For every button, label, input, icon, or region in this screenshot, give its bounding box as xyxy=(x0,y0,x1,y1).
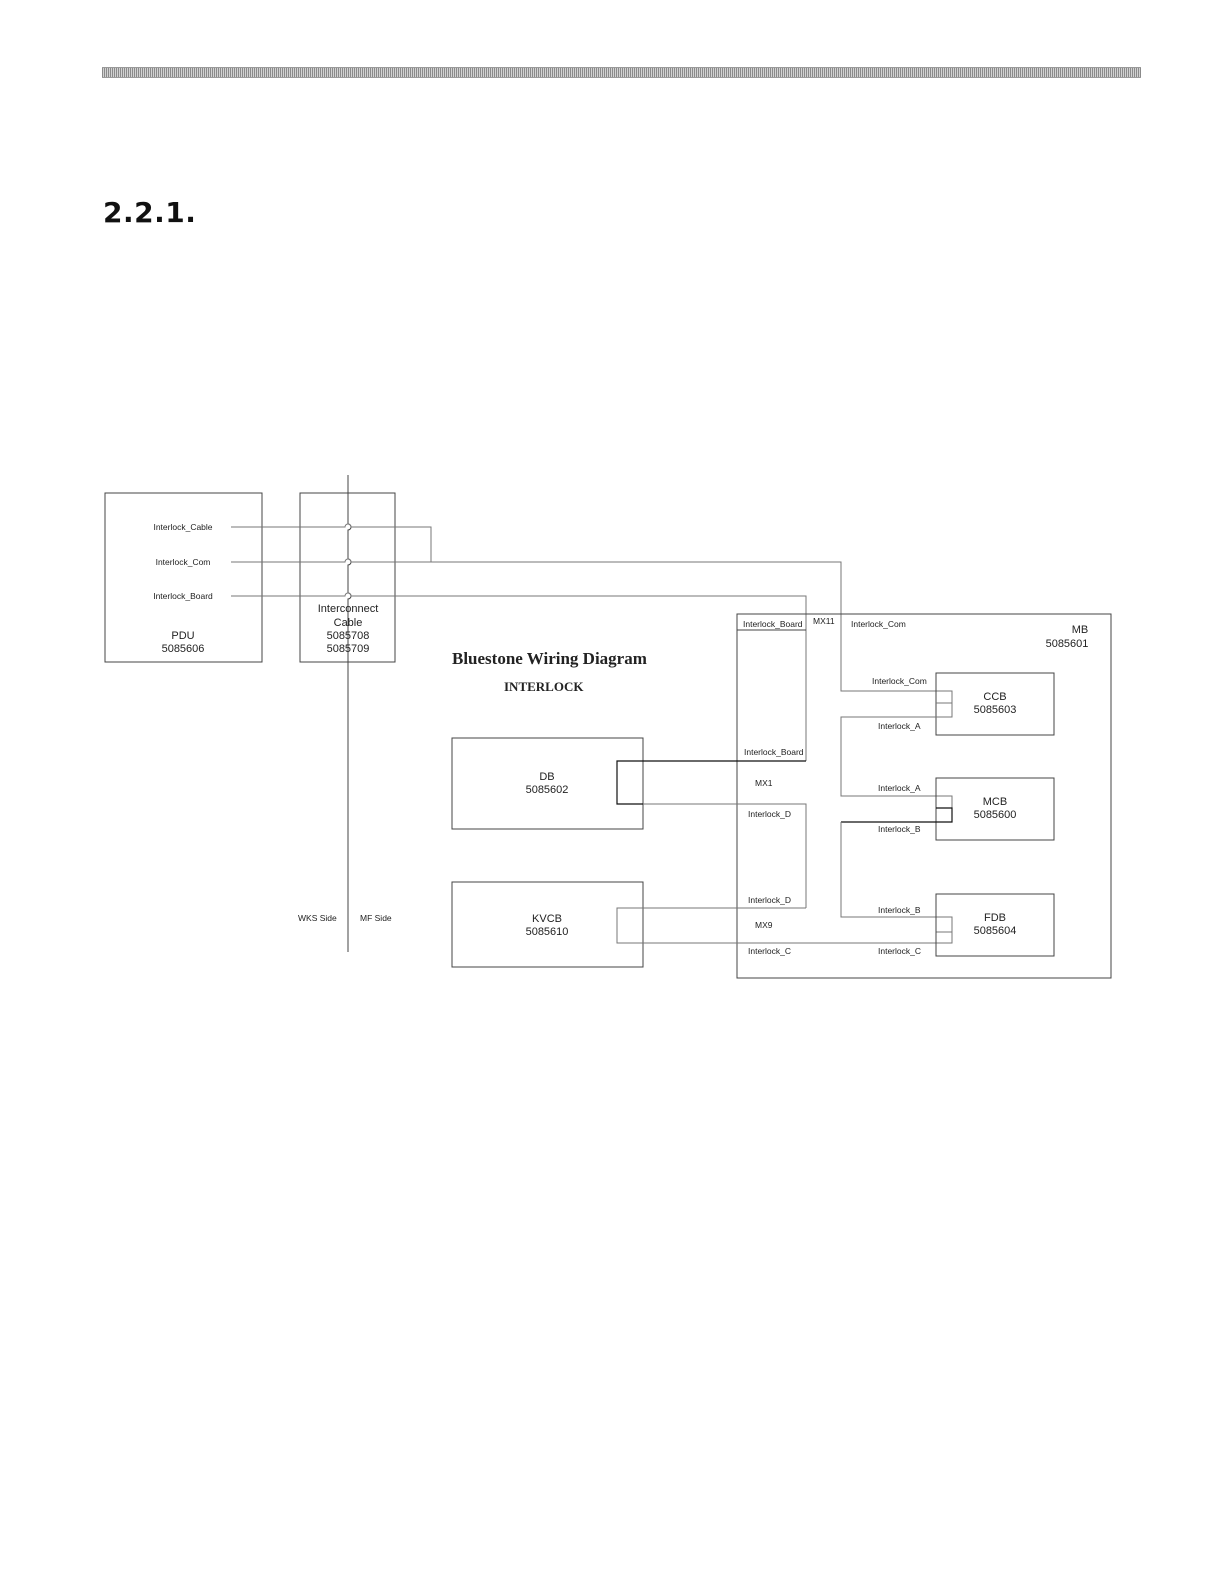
mcb-part: 5085600 xyxy=(974,809,1017,821)
fdb-name: FDB xyxy=(984,912,1006,924)
mx1-board-label: Interlock_Board xyxy=(744,747,804,757)
mcb-a-label: Interlock_A xyxy=(878,783,921,793)
mx11-com-label: Interlock_Com xyxy=(851,619,906,629)
wire-mcb-fdb-drop xyxy=(840,822,953,933)
mx11-board-label: Interlock_Board xyxy=(743,619,803,629)
fdb-b-label: Interlock_B xyxy=(878,905,921,915)
fdb-part: 5085604 xyxy=(974,925,1017,937)
ccb-name: CCB xyxy=(983,691,1006,703)
ccb-part: 5085603 xyxy=(974,704,1017,716)
interconnect-part1: 5085708 xyxy=(327,630,370,642)
pdu-box xyxy=(104,492,263,663)
mb-box xyxy=(736,613,1112,979)
wire-db-d xyxy=(643,803,807,908)
wire-mcb-fdb xyxy=(841,807,953,823)
interconnect-line2: Cable xyxy=(334,617,363,629)
wire-db-board xyxy=(616,760,806,805)
mx9-label: MX9 xyxy=(755,920,773,930)
mf-side-label: MF Side xyxy=(360,913,392,923)
mx1-label: MX1 xyxy=(755,778,773,788)
pdu-signal-board: Interlock_Board xyxy=(153,591,213,601)
mx1-d-label: Interlock_D xyxy=(748,809,791,819)
kvcb-name: KVCB xyxy=(532,913,562,925)
wire-interlock-com xyxy=(231,558,953,703)
mb-part: 5085601 xyxy=(1046,638,1089,650)
interconnect-box xyxy=(299,492,396,663)
wks-side-label: WKS Side xyxy=(298,913,337,923)
mb-name: MB xyxy=(1072,624,1089,636)
wire-kvcb-c xyxy=(643,932,953,944)
ccb-a-label: Interlock_A xyxy=(878,721,921,731)
pdu-part: 5085606 xyxy=(162,643,205,655)
wire-interlock-board xyxy=(231,592,807,761)
db-name: DB xyxy=(539,771,554,783)
pdu-signal-cable: Interlock_Cable xyxy=(153,522,212,532)
ccb-com-label: Interlock_Com xyxy=(872,676,927,686)
diagram-subtitle: INTERLOCK xyxy=(504,679,584,694)
kvcb-part: 5085610 xyxy=(526,926,569,938)
kvcb-box xyxy=(451,881,644,968)
mx9-c-label: Interlock_C xyxy=(748,946,791,956)
ccb-connector xyxy=(840,702,953,809)
pdu-name: PDU xyxy=(171,630,194,642)
db-box xyxy=(451,737,644,830)
wire-kvcb-d xyxy=(616,907,806,944)
fdb-box xyxy=(935,893,1055,957)
wire-interlock-cable xyxy=(231,523,432,563)
diagram-title: Bluestone Wiring Diagram xyxy=(452,649,647,668)
mx9-d-label: Interlock_D xyxy=(748,895,791,905)
mx11-label: MX11 xyxy=(813,616,835,626)
side-divider-line xyxy=(347,475,352,952)
pdu-signal-com: Interlock_Com xyxy=(156,557,211,567)
interconnect-part2: 5085709 xyxy=(327,643,370,655)
mcb-name: MCB xyxy=(983,796,1007,808)
interconnect-line1: Interconnect xyxy=(318,603,379,615)
mcb-box xyxy=(935,777,1055,841)
mcb-b-label: Interlock_B xyxy=(878,824,921,834)
fdb-c-label: Interlock_C xyxy=(878,946,921,956)
section-number: 2.2.1. xyxy=(103,196,197,229)
header-rule xyxy=(102,67,1141,78)
db-part: 5085602 xyxy=(526,784,569,796)
ccb-box xyxy=(935,672,1055,736)
